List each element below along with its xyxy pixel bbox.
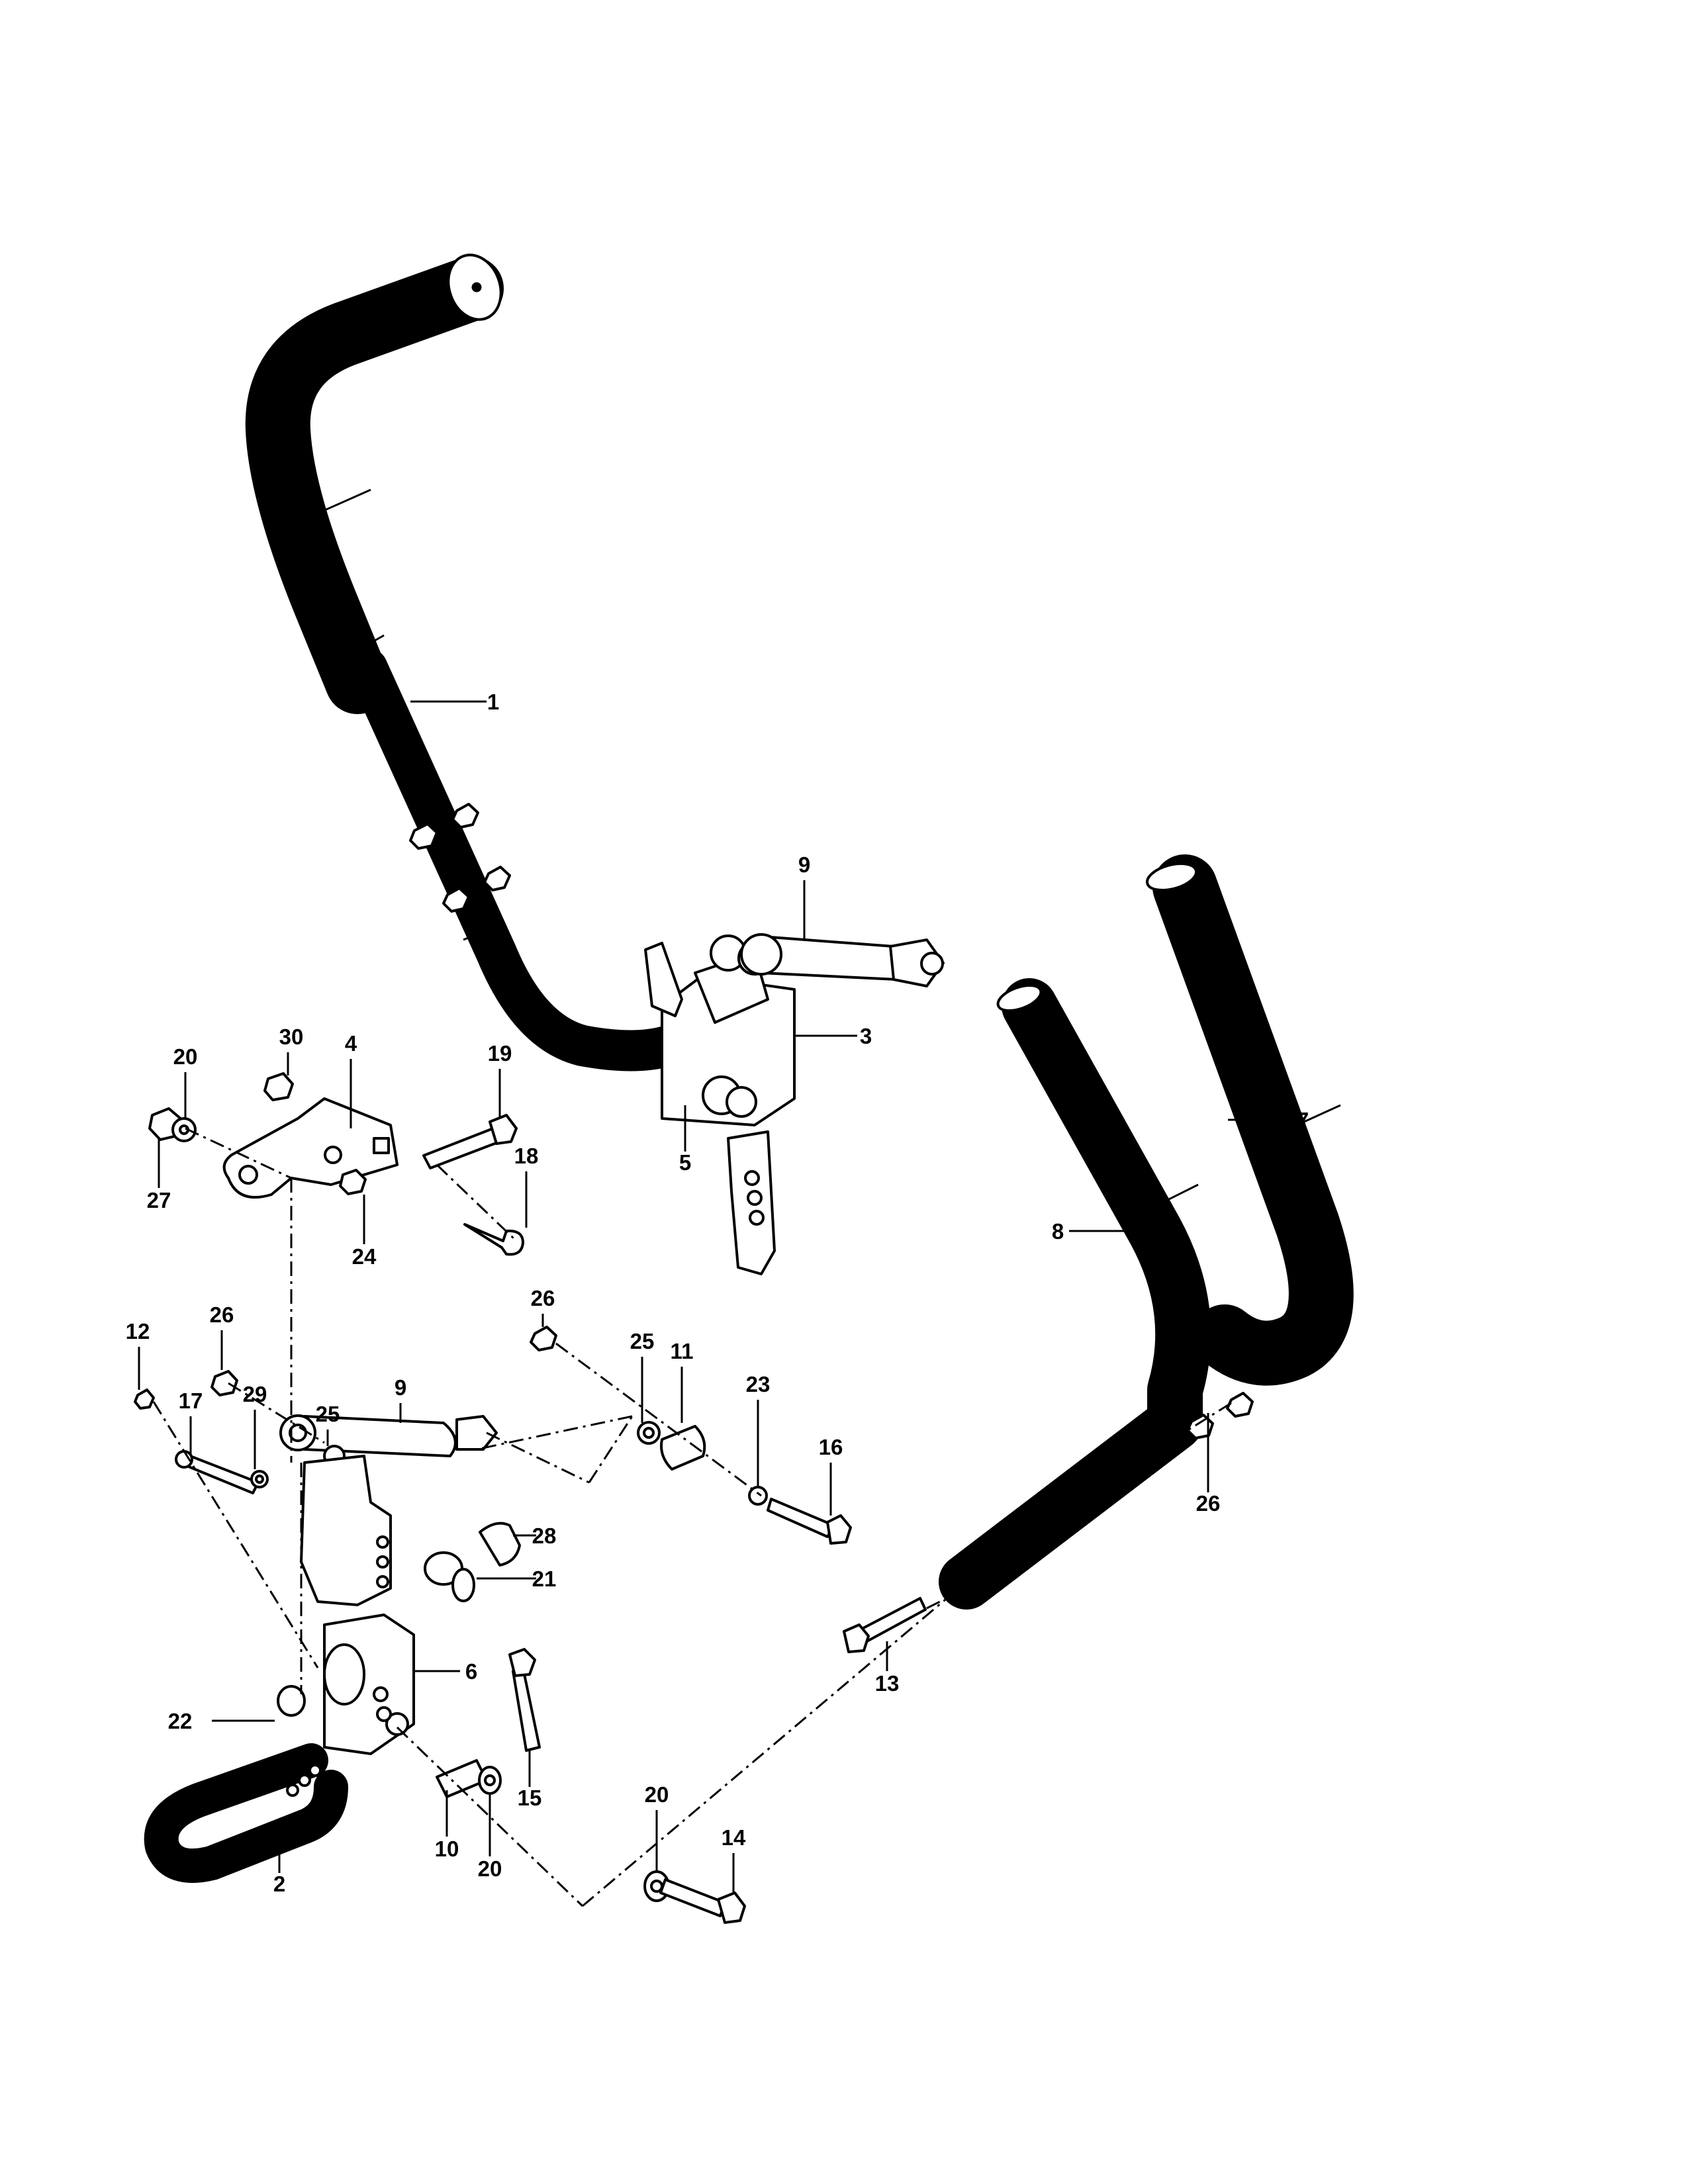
- callout-20-lower-right: 20: [645, 1782, 669, 1807]
- callout-29: 29: [243, 1382, 267, 1406]
- callout-5: 5: [679, 1150, 691, 1175]
- foot-pedal-2: [144, 1743, 348, 1884]
- callout-28: 28: [532, 1524, 557, 1548]
- steering-lever-left: [245, 253, 689, 1071]
- damper-upper: [740, 933, 945, 987]
- callout-20-lower-left: 20: [478, 1856, 502, 1881]
- damper-lower: [279, 1414, 498, 1467]
- callout-8: 8: [1052, 1219, 1064, 1244]
- callout-6: 6: [465, 1659, 477, 1684]
- hardware-lower-right: [424, 1522, 927, 1924]
- hardware-upper-left: [148, 1107, 524, 1256]
- callout-26-lower: 26: [210, 1302, 234, 1327]
- callout-7: 7: [1297, 1108, 1309, 1132]
- pivot-bracket-assembly: [644, 934, 796, 1275]
- callout-9-upper: 9: [798, 852, 810, 877]
- callout-13: 13: [875, 1671, 900, 1696]
- callout-2: 2: [273, 1872, 285, 1896]
- callout-22: 22: [168, 1709, 193, 1733]
- callout-25-upper: 25: [630, 1329, 655, 1353]
- callout-23: 23: [746, 1372, 771, 1396]
- mounting-plate: [222, 1072, 399, 1199]
- callout-27: 27: [147, 1188, 171, 1212]
- pivot-block: [300, 1455, 415, 1755]
- callout-11: 11: [671, 1339, 694, 1363]
- callout-20-upper: 20: [173, 1044, 198, 1069]
- callout-19: 19: [488, 1041, 512, 1066]
- callout-26-upper: 26: [531, 1286, 555, 1310]
- callout-26-right: 26: [1196, 1491, 1221, 1516]
- callout-9-lower: 9: [395, 1375, 406, 1400]
- callout-15: 15: [518, 1786, 542, 1810]
- callout-17: 17: [179, 1388, 203, 1413]
- callout-18: 18: [514, 1144, 539, 1168]
- callout-30: 30: [279, 1024, 304, 1049]
- callout-1: 1: [487, 690, 499, 714]
- callout-10: 10: [435, 1837, 459, 1861]
- callout-16: 16: [819, 1435, 843, 1459]
- callout-21: 21: [532, 1567, 557, 1591]
- hardware-middle: [530, 1326, 852, 1545]
- callout-3: 3: [860, 1024, 872, 1048]
- callout-4: 4: [345, 1031, 357, 1056]
- callout-24: 24: [352, 1244, 377, 1269]
- assembly-lines: [152, 1127, 1232, 1907]
- steering-lever-right-8: [939, 978, 1254, 1610]
- callout-labels: 1 2 3 4 5 6 7 8 9 9 10 11 12 13 14 15 16…: [126, 690, 1309, 1896]
- callout-14: 14: [722, 1825, 746, 1850]
- callout-leaders: [138, 700, 1291, 1893]
- hardware-lower-left: [134, 1370, 306, 1717]
- callout-25-lower: 25: [316, 1402, 340, 1426]
- steering-lever-right-7: [1146, 854, 1354, 1386]
- callout-12: 12: [126, 1319, 150, 1343]
